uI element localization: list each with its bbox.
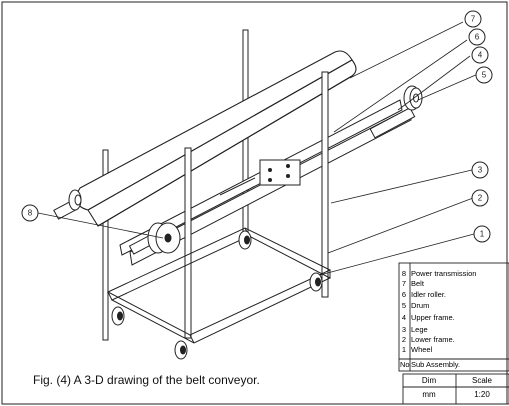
parts-row: 8 Power transmission [399, 269, 509, 279]
part-number: 8 [401, 269, 407, 278]
part-name: Wheel [411, 345, 433, 354]
parts-row: 3 Lege [399, 325, 509, 335]
part-number: 4 [401, 313, 407, 322]
dim-label: Dim [421, 376, 437, 385]
scale-label: Scale [471, 376, 492, 385]
part-name: Upper frame. [411, 313, 455, 322]
header-number: No [400, 360, 410, 369]
callout-labels: 7 6 4 5 3 2 1 8 [28, 15, 487, 239]
callout-8-label: 8 [28, 209, 33, 218]
dims-table: Dim Scale mm 1:20 [403, 374, 509, 404]
callout-5-label: 5 [482, 71, 487, 80]
figure-caption: Fig. (4) A 3-D drawing of the belt conve… [33, 373, 260, 387]
belt [75, 50, 357, 227]
callout-2-label: 2 [478, 194, 483, 203]
part-number: 2 [401, 335, 407, 344]
part-name: Drum [411, 301, 430, 310]
parts-row: 7 Belt [399, 279, 509, 289]
parts-row: 1 Wheel [399, 345, 509, 355]
parts-row: 4 Upper frame. [399, 313, 509, 323]
callout-7-label: 7 [471, 15, 476, 24]
part-name: Lower frame. [411, 335, 455, 344]
callout-3-label: 3 [478, 166, 483, 175]
part-number: 5 [401, 301, 407, 310]
header-name: Sub Assembly. [411, 360, 461, 369]
callout-4-label: 4 [478, 51, 483, 60]
callout-2 [471, 189, 489, 207]
callout-3 [471, 161, 489, 179]
callout-7 [464, 10, 482, 28]
wheels [111, 230, 323, 360]
legs-front [184, 71, 329, 339]
dim-value: mm [422, 390, 436, 399]
callout-6-label: 6 [475, 33, 480, 42]
part-name: Lege [411, 325, 428, 334]
parts-row: 5 Drum [399, 301, 509, 311]
callout-5 [475, 66, 493, 84]
scale-value: 1:20 [474, 390, 490, 399]
callout-1-label: 1 [480, 230, 485, 239]
callout-6 [468, 28, 486, 46]
callouts [21, 10, 493, 243]
parts-row: 2 Lower frame. [399, 335, 509, 345]
part-number: 1 [401, 345, 407, 354]
power-transmission [147, 222, 181, 254]
leader-lines [37, 21, 479, 276]
part-name: Power transmission [411, 269, 477, 278]
parts-list: 8 Power transmission 7 Belt 6 Idler roller.… [399, 263, 509, 371]
idler-roller [68, 189, 82, 211]
part-number: 6 [401, 290, 407, 299]
part-name: Idler roller. [411, 290, 447, 299]
part-name: Belt [411, 279, 424, 288]
callout-1 [473, 225, 491, 243]
callout-4 [471, 46, 489, 64]
part-number: 7 [401, 279, 407, 288]
part-number: 3 [401, 325, 407, 334]
drum [403, 85, 423, 111]
parts-row: 6 Idler roller. [399, 290, 509, 300]
parts-list-frame [398, 262, 509, 405]
callout-8 [21, 204, 39, 222]
